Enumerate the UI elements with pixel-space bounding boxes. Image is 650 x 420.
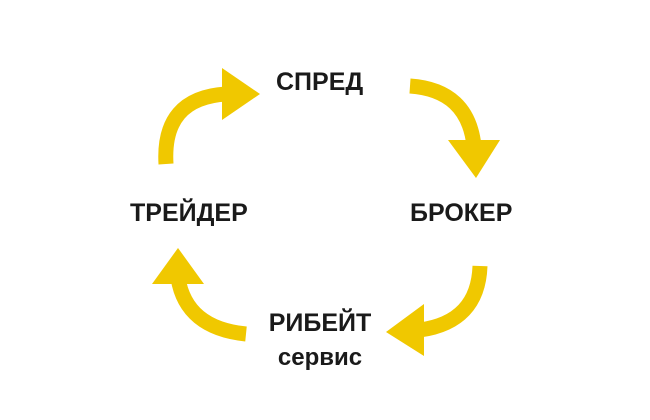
node-trader: ТРЕЙДЕР (130, 199, 248, 227)
node-rebate-subtitle: сервис (277, 344, 363, 371)
arrow-trader-to-spread (158, 68, 260, 165)
arrow-broker-to-rebate (386, 265, 488, 356)
arrow-rebate-to-trader (152, 248, 247, 342)
node-rebate-title: РИБЕЙТ (268, 309, 372, 337)
node-rebate-service: РИБЕЙТ сервис (258, 311, 382, 370)
node-spread: СПРЕД (276, 68, 364, 96)
arrow-spread-to-broker (409, 78, 500, 178)
node-broker: БРОКЕР (410, 199, 513, 227)
